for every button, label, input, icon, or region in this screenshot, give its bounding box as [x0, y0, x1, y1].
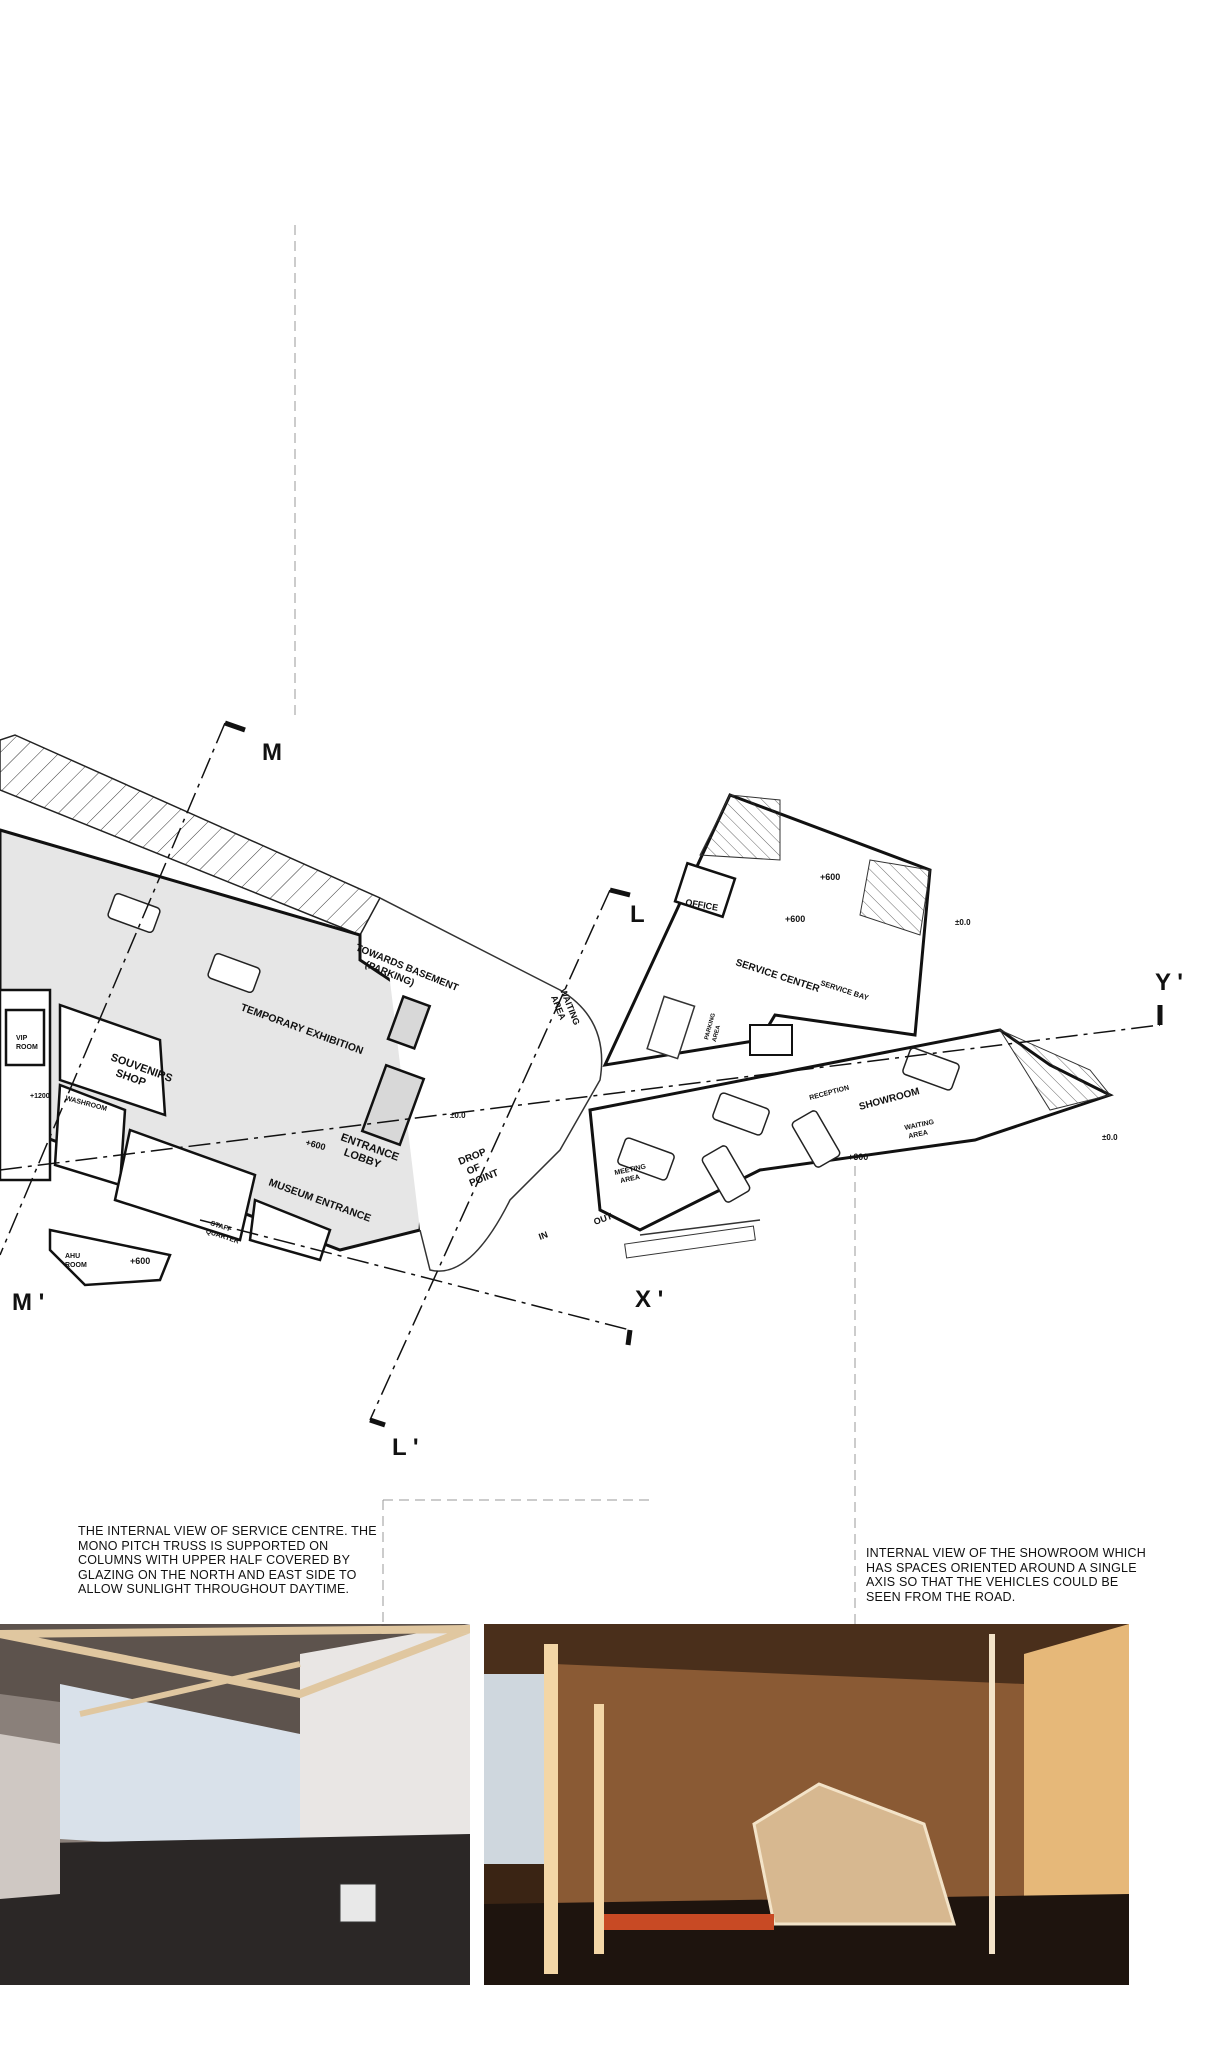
- marker-m: M: [262, 739, 282, 766]
- render-service-centre-interior: [0, 1624, 470, 1985]
- service-center-block: [602, 793, 932, 1067]
- marker-l-prime: L ': [392, 1434, 419, 1461]
- level-service: +600: [785, 914, 805, 924]
- section-lines: [0, 722, 1161, 1421]
- section-markers: M M ' L L ' X ' Y ': [12, 739, 1183, 1461]
- label-ahu-room: AHU: [65, 1253, 80, 1260]
- caption-service-centre: THE INTERNAL VIEW OF SERVICE CENTRE. THE…: [78, 1524, 377, 1596]
- marker-y-prime: Y ': [1155, 969, 1183, 996]
- marker-l: L: [630, 901, 645, 928]
- level-washroom: +1200: [30, 1093, 50, 1100]
- level-drop: ±0.0: [450, 1111, 466, 1120]
- level-right: ±0.0: [1102, 1133, 1118, 1142]
- label-out: OUT: [592, 1211, 614, 1227]
- section-brackets: [224, 720, 1163, 1428]
- museum-roof-strip: [0, 734, 382, 936]
- left-wing: [0, 988, 332, 1287]
- render-showroom-interior: [484, 1624, 1129, 1985]
- car-icons: [107, 892, 261, 994]
- showroom-cars: [617, 1047, 960, 1203]
- level-showroom: +600: [848, 1152, 868, 1162]
- marker-x-prime: X ': [635, 1286, 663, 1313]
- level-outside-top: ±0.0: [955, 918, 971, 927]
- level-marks: +600 +600 +600 +600 ±0.0 +600 ±0.0 ±0.0 …: [30, 872, 1118, 1266]
- lobby-boxes: [360, 994, 432, 1147]
- label-in: IN: [537, 1229, 549, 1241]
- level-ahu: +600: [130, 1256, 150, 1266]
- label-vip-room: VIP: [16, 1035, 28, 1042]
- level-office-top: +600: [820, 872, 840, 882]
- marker-m-prime: M ': [12, 1289, 44, 1316]
- caption-showroom: INTERNAL VIEW OF THE SHOWROOM WHICH HAS …: [866, 1546, 1146, 1604]
- guide-lines: [294, 225, 856, 1624]
